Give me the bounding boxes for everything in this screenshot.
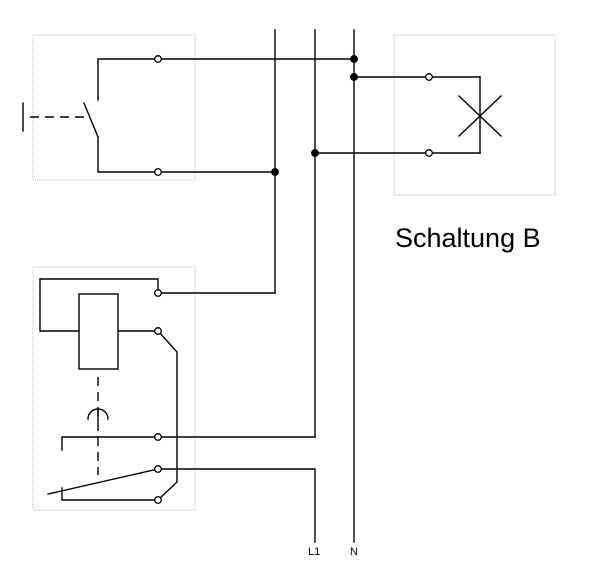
- switch-wire-top: [97, 58, 355, 98]
- lamp-cross-b: [458, 95, 502, 137]
- lamp-box: [393, 34, 556, 196]
- switch-box: [32, 34, 196, 181]
- contact-wire-upper: [61, 436, 316, 451]
- junction-dot: [311, 149, 319, 157]
- diagram-title: Schaltung B: [395, 223, 541, 253]
- terminal: [425, 73, 433, 81]
- terminal: [154, 168, 162, 176]
- phase-line-l1: [157, 468, 316, 543]
- contact-wire-right: [157, 330, 178, 501]
- terminal: [154, 496, 162, 504]
- junction-dot: [350, 73, 358, 81]
- terminal: [154, 465, 162, 473]
- terminal: [154, 327, 162, 335]
- junction-dot: [271, 168, 279, 176]
- terminal: [154, 289, 162, 297]
- coil-wire-loop: [39, 278, 276, 332]
- relay-contact-blade: [47, 468, 159, 495]
- switch-wire-bottom: [97, 136, 276, 173]
- terminal: [154, 55, 162, 63]
- junction-dot: [350, 55, 358, 63]
- switch-blade: [83, 102, 99, 138]
- terminal: [425, 149, 433, 157]
- terminal: [154, 433, 162, 441]
- contact-wire-lower: [61, 487, 159, 501]
- label-n: N: [350, 546, 358, 558]
- label-l1: L1: [308, 546, 320, 558]
- relay-box: [32, 266, 196, 511]
